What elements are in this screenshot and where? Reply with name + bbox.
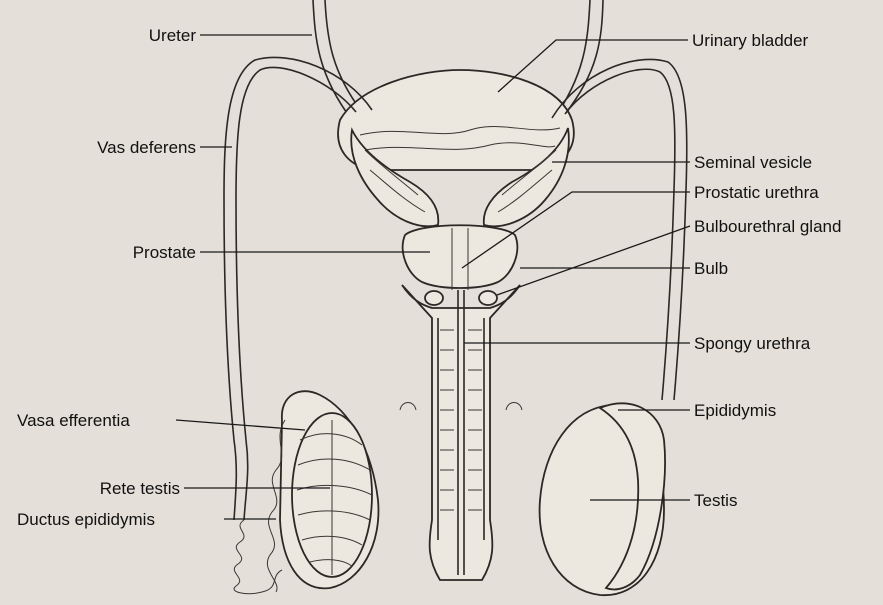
label-rete-testis: Rete testis xyxy=(100,479,180,498)
urinary-bladder xyxy=(338,70,574,170)
label-seminal-vesicle: Seminal vesicle xyxy=(694,153,812,172)
prostate xyxy=(403,225,518,288)
bulbourethral-gland-right xyxy=(479,291,497,305)
label-bulbourethral-gland: Bulbourethral gland xyxy=(694,217,841,236)
label-spongy-urethra: Spongy urethra xyxy=(694,334,811,353)
label-epididymis: Epididymis xyxy=(694,401,776,420)
label-vasa-efferentia: Vasa efferentia xyxy=(17,411,130,430)
anatomy-illustration xyxy=(224,0,687,595)
label-ureter: Ureter xyxy=(149,26,197,45)
label-urinary-bladder: Urinary bladder xyxy=(692,31,809,50)
label-prostatic-urethra: Prostatic urethra xyxy=(694,183,819,202)
left-testis-section xyxy=(267,391,378,592)
penis-shaft xyxy=(402,285,520,580)
right-testis xyxy=(540,403,665,595)
bulbourethral-gland-left xyxy=(425,291,443,305)
label-ductus-epididymis: Ductus epididymis xyxy=(17,510,155,529)
label-bulb: Bulb xyxy=(694,259,728,278)
ductus-epididymis-coils xyxy=(234,520,282,594)
label-prostate: Prostate xyxy=(133,243,196,262)
right-vas-deferens xyxy=(552,59,687,400)
label-testis: Testis xyxy=(694,491,737,510)
label-vas-deferens: Vas deferens xyxy=(97,138,196,157)
bulbourethral-gland-leader xyxy=(497,226,690,295)
